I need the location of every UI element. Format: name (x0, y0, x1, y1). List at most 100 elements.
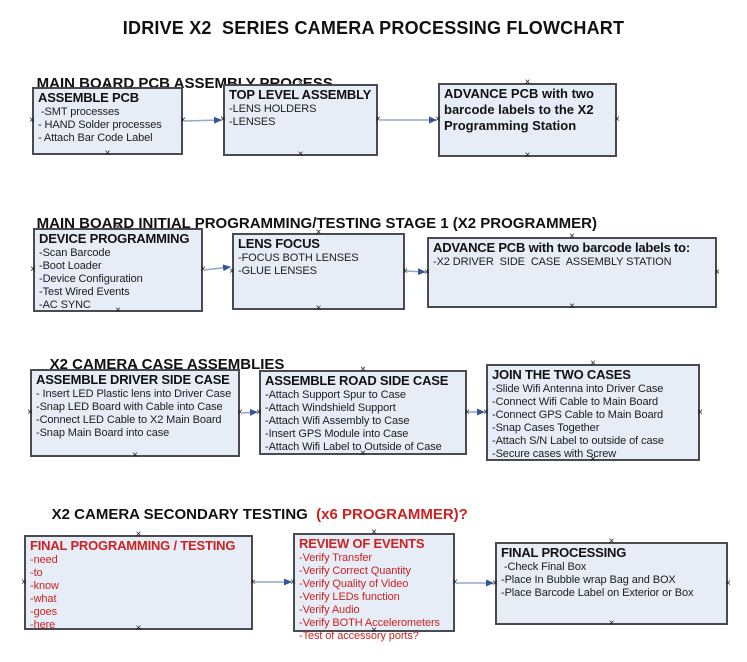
glue-point-icon (255, 409, 263, 417)
box-item: -Connect LED Cable to X2 Main Board (36, 414, 222, 426)
glue-point-icon (131, 452, 139, 460)
glue-point-icon (423, 269, 431, 277)
box-item: -Secure cases with Screw (492, 448, 617, 460)
box-title: ASSEMBLE DRIVER SIDE CASE (36, 372, 230, 387)
box-item: -Verify BOTH Accelerometers (299, 617, 440, 629)
section-heading-case-assemblies: X2 CAMERA CASE ASSEMBLIES (33, 339, 285, 390)
box-title: ASSEMBLE PCB (38, 90, 139, 105)
glue-point-icon (713, 269, 721, 277)
section-heading-initial-programming: MAIN BOARD INITIAL PROGRAMMING/TESTING S… (20, 198, 597, 249)
connector-arrow-pcb-to-toplevel (183, 116, 222, 124)
box-item: -need (30, 554, 58, 566)
flow-box-assemble-road-side-case: ASSEMBLE ROAD SIDE CASE -Attach Support … (255, 366, 471, 458)
box-item: -Place Barcode Label on Exterior or Box (501, 587, 694, 599)
box-title: JOIN THE TWO CASES (492, 367, 631, 382)
connector-arrow-device-to-lensfocus (203, 264, 231, 272)
glue-point-icon (29, 266, 37, 274)
glue-point-icon (26, 409, 34, 417)
box-title: ASSEMBLE ROAD SIDE CASE (265, 373, 449, 388)
flow-box-advance-pcb-programming-station: ADVANCE PCB with two barcode labels to t… (434, 79, 621, 160)
glue-point-icon (289, 579, 297, 587)
box-item: -LENS HOLDERS (229, 103, 317, 115)
box-title: ADVANCE PCB with two barcode labels to: (433, 240, 691, 255)
glue-point-icon (696, 409, 704, 417)
section-heading-text: MAIN BOARD INITIAL PROGRAMMING/TESTING S… (36, 215, 597, 232)
box-item: -Attach Windshield Support (265, 402, 396, 414)
glue-point-icon (20, 579, 28, 587)
glue-point-icon (249, 579, 257, 587)
box-item: -Connect GPS Cable to Main Board (492, 409, 664, 421)
box-item: -Place In Bubble wrap Bag and BOX (501, 574, 676, 586)
box-item: -FOCUS BOTH LENSES (238, 252, 359, 264)
box-item: - Attach Bar Code Label (38, 132, 153, 144)
box-item: -Test of accessory ports? (299, 630, 419, 642)
box-item: -Connect Wifi Cable to Main Board (492, 396, 659, 408)
glue-point-icon (491, 580, 499, 588)
flow-box-assemble-pcb: ASSEMBLE PCB -SMT processes - HAND Solde… (28, 83, 187, 158)
box-item: - Insert LED Plastic lens into Driver Ca… (36, 388, 232, 400)
box-item: -to (30, 567, 43, 579)
flow-box-review-of-events: REVIEW OF EVENTS -Verify Transfer -Verif… (289, 529, 459, 642)
flow-box-final-processing: FINAL PROCESSING -Check Final Box -Place… (491, 538, 732, 628)
box-title: DEVICE PROGRAMMING (39, 231, 190, 246)
glue-point-icon (463, 409, 471, 417)
box-item: -Snap Main Board into case (36, 427, 170, 439)
glue-point-icon (613, 116, 621, 124)
glue-point-icon (568, 303, 576, 311)
box-item: -AC SYNC (39, 299, 91, 311)
box-item: -Verify Audio (299, 604, 360, 616)
box-item: -here (30, 619, 56, 631)
glue-point-icon (434, 116, 442, 124)
section-heading-text: X2 CAMERA CASE ASSEMBLIES (49, 356, 285, 373)
box-item: -Snap Cases Together (492, 422, 600, 434)
box-item: -Verify Correct Quantity (299, 565, 411, 577)
flow-box-advance-pcb-driver-side: ADVANCE PCB with two barcode labels to: … (423, 233, 721, 311)
box-item: -Snap LED Board with Cable into Case (36, 401, 223, 413)
box-item: -what (30, 593, 57, 605)
box-title: FINAL PROCESSING (501, 545, 627, 560)
box-item: -SMT processes (38, 106, 120, 118)
connector-arrow-lensfocus-to-advance (405, 268, 426, 276)
box-item: -Attach Support Spur to Case (265, 389, 406, 401)
box-item: -Attach Wifi Assembly to Case (265, 415, 410, 427)
box-item: -goes (30, 606, 58, 618)
glue-point-icon (608, 620, 616, 628)
glue-point-icon (724, 580, 732, 588)
box-item: -Verify Transfer (299, 552, 372, 564)
box-item: -Scan Barcode (39, 247, 111, 259)
box-item: - HAND Solder processes (38, 119, 162, 131)
box-item: -Verify Quality of Video (299, 578, 409, 590)
glue-point-icon (228, 268, 236, 276)
flow-box-lens-focus: LENS FOCUS -FOCUS BOTH LENSES -GLUE LENS… (228, 229, 409, 313)
flow-box-assemble-driver-side-case: ASSEMBLE DRIVER SIDE CASE - Insert LED P… (26, 365, 244, 460)
box-item: -Boot Loader (39, 260, 102, 272)
flow-box-top-level-assembly: TOP LEVEL ASSEMBLY -LENS HOLDERS -LENSES (219, 80, 382, 159)
flow-box-join-the-two-cases: JOIN THE TWO CASES -Slide Wifi Antenna i… (482, 360, 704, 464)
glue-point-icon (315, 305, 323, 313)
glue-point-icon (482, 409, 490, 417)
box-item: -Test Wired Events (39, 286, 130, 298)
box-title: LENS FOCUS (238, 236, 320, 251)
connector-arrow-driverside-to-roadside (240, 408, 258, 416)
glue-point-icon (104, 150, 112, 158)
box-item: -Check Final Box (501, 561, 587, 573)
glue-point-icon (297, 151, 305, 159)
section-heading-red-text: (x6 PROGRAMMER)? (311, 506, 468, 523)
box-item: -Insert GPS Module into Case (265, 428, 409, 440)
box-item: -GLUE LENSES (238, 265, 317, 277)
box-item: -Slide Wifi Antenna into Driver Case (492, 383, 664, 395)
box-title: ADVANCE PCB with two barcode labels to t… (444, 86, 594, 133)
box-item: -know (30, 580, 59, 592)
section-heading-text: X2 CAMERA SECONDARY TESTING (51, 506, 312, 523)
flow-box-device-programming: DEVICE PROGRAMMING -Scan Barcode -Boot L… (29, 224, 207, 315)
box-item: -LENSES (229, 116, 276, 128)
box-title: FINAL PROGRAMMING / TESTING (30, 538, 236, 553)
box-title: TOP LEVEL ASSEMBLY (229, 87, 372, 102)
flow-box-final-programming-testing: FINAL PROGRAMMING / TESTING -need -to -k… (20, 531, 257, 633)
glue-point-icon (219, 116, 227, 124)
page-title: IDRIVE X2 SERIES CAMERA PROCESSING FLOWC… (122, 18, 625, 38)
box-item: -Attach S/N Label to outside of case (492, 435, 664, 447)
glue-point-icon (28, 117, 36, 125)
glue-point-icon (179, 117, 187, 125)
